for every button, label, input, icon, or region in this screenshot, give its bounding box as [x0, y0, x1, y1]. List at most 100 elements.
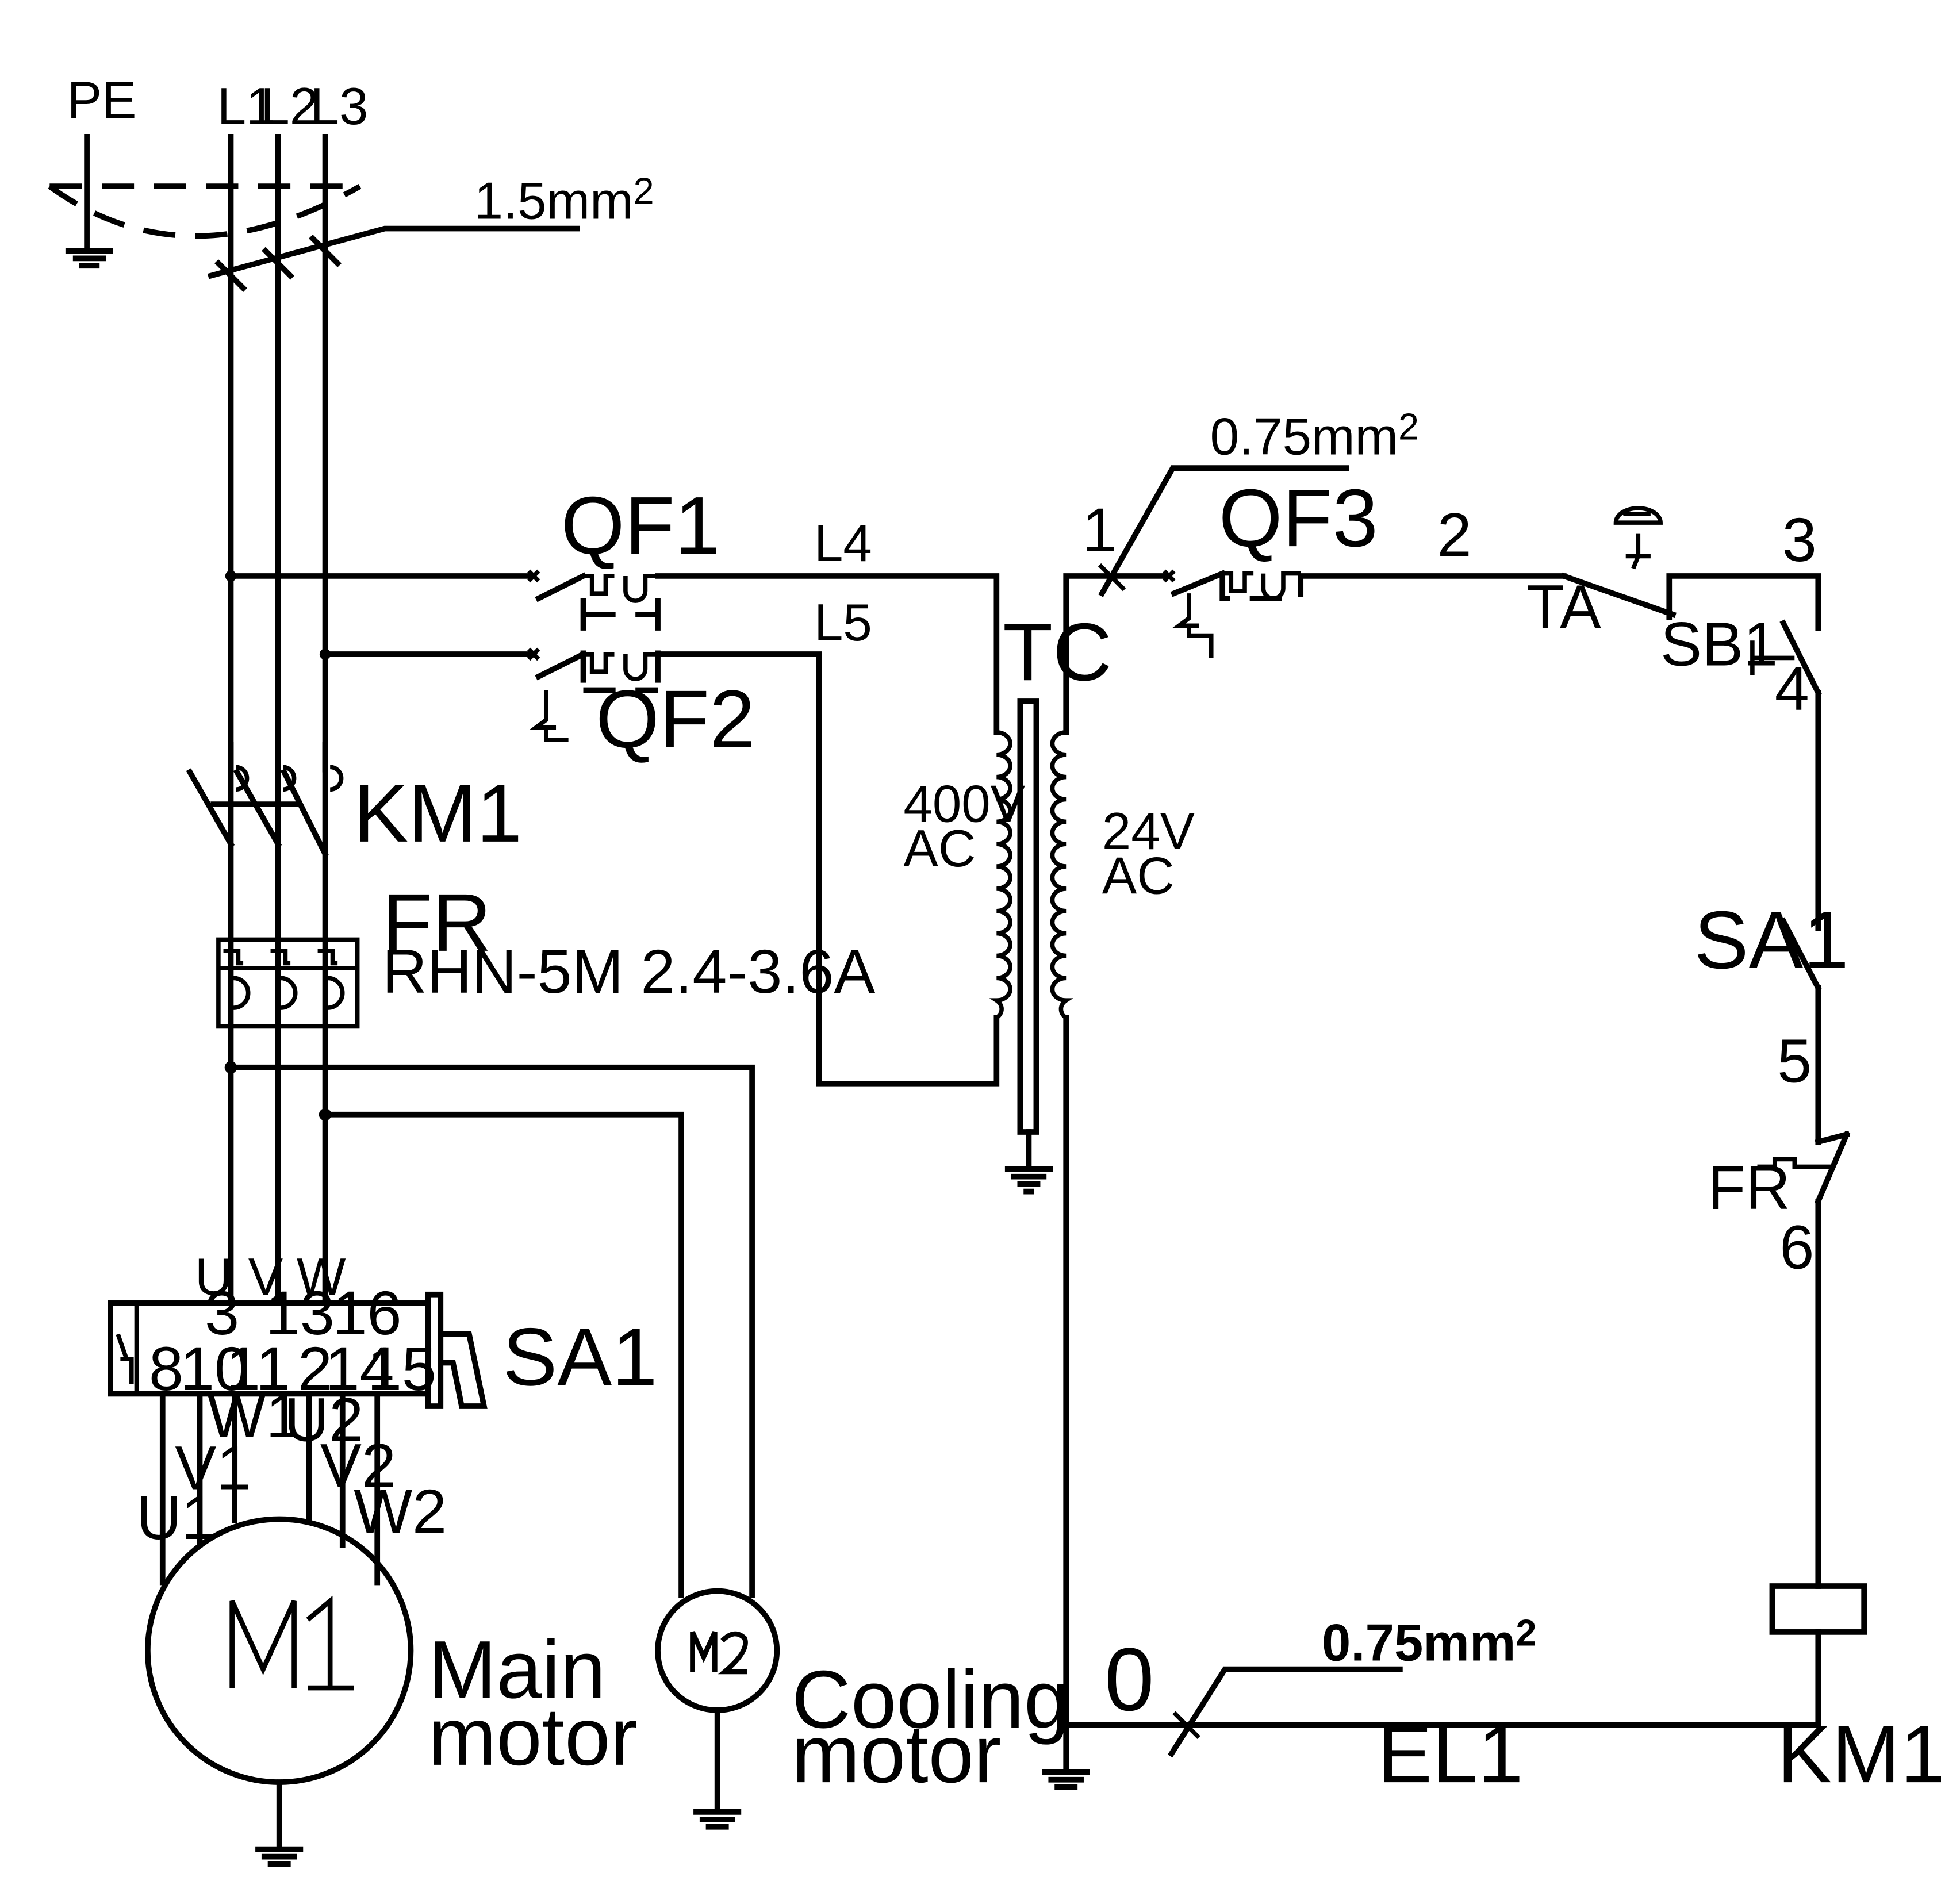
cable-return-size: 0.75mm [1322, 1614, 1516, 1672]
label-winding-v2: V2 [320, 1430, 396, 1500]
label-winding-w1: W1 [207, 1381, 300, 1450]
label-qf3: QF3 [1219, 473, 1378, 564]
m2-ground-icon [693, 1809, 742, 1830]
label-cable-return: 0.75mm2 [1322, 1612, 1537, 1672]
label-l5: L5 [814, 594, 872, 652]
tc-transformer: TC 400V AC 24V AC [903, 606, 1195, 1195]
sa1-contact-icon [116, 1333, 134, 1384]
cooling-motor-wires [228, 1064, 755, 1598]
label-cable-main: 1.5mm2 [474, 170, 654, 230]
fr-body [216, 937, 360, 1029]
qf3-trip-icons [1222, 571, 1301, 601]
label-ta: TA [1526, 572, 1601, 642]
label-node-0: 0 [1104, 1629, 1154, 1729]
qf1-qf2-breakers: QF1 QF2 L4 L5 [228, 480, 1000, 1087]
tc-secondary-coil [1050, 730, 1073, 1020]
control-circuit: 0.75mm2 1 2 3 4 5 6 0 QF3 TA SB1 SA1 FR [1042, 406, 1941, 1800]
sa1-handle-plate [425, 1291, 444, 1409]
km1-arc-icons [235, 765, 344, 792]
label-pe: PE [67, 71, 137, 129]
pe-ground-icon [65, 248, 113, 269]
label-winding-v1: V1 [175, 1433, 251, 1503]
label-node-1: 1 [1082, 495, 1117, 565]
cable-main-size: 1.5mm [474, 172, 634, 230]
m1-ground-icon [255, 1846, 304, 1867]
m1-caption-line1: Main [428, 1624, 606, 1715]
sb1-blade [1779, 619, 1822, 697]
label-l3: L3 [310, 78, 369, 136]
label-qf2: QF2 [596, 674, 755, 765]
qf2-trip-icons [583, 652, 658, 681]
label-secondary-v: 24V [1102, 803, 1195, 861]
cable-sheath-arc [48, 183, 362, 239]
cable-leader-ctrl [1098, 465, 1349, 597]
primary-wires-l4-l5 [655, 573, 1000, 1087]
fr-ctrl-actuator-icon [1757, 1157, 1835, 1169]
control-ground-icon [1042, 1769, 1090, 1790]
wire-3 [1666, 573, 1821, 631]
label-fr: FR [382, 877, 492, 969]
sa1-out-term-14: 14 [325, 1334, 394, 1403]
label-fr-ctrl: FR [1708, 1153, 1790, 1222]
label-l4: L4 [814, 515, 872, 573]
label-km1-main: KM1 [354, 768, 522, 859]
sb1-button-icon [1750, 640, 1795, 675]
cable-leader-main [207, 225, 580, 279]
km1-upper-stubs [228, 742, 328, 773]
sa1-in-letter-v: V [248, 1248, 283, 1306]
sa1-out-term-10: 10 [180, 1334, 249, 1403]
cable-leader-return [1167, 1666, 1403, 1758]
m1-glyph [229, 1595, 354, 1691]
tc-primary-coil [989, 730, 1012, 1020]
sa1-motor-switch: U V W 3 13 16 8 10 11 2 14 15 SA1 [108, 1248, 657, 1409]
sa1-in-term-13: 13 [266, 1278, 335, 1348]
sa1-handle-icon [438, 1331, 488, 1409]
cable-main-sup: 2 [634, 170, 654, 212]
m2-caption-line2: motor [792, 1709, 1001, 1800]
main-phase-conductors [228, 133, 328, 1306]
km1-main-contacts: KM1 [186, 742, 522, 859]
cable-tick-ctrl [1098, 563, 1126, 592]
qf3-blade [1170, 570, 1226, 597]
sa1-in-letter-u: U [195, 1248, 232, 1306]
qf2-lever-icon [530, 690, 569, 742]
qf1-trip-icons [583, 574, 658, 603]
qf3-linkage [1219, 573, 1304, 601]
cable-tick-return [1172, 1711, 1200, 1740]
ta-mushroom-icon [1613, 506, 1663, 570]
label-qf1: QF1 [561, 480, 720, 571]
sa1-ctrl-blade [1779, 917, 1822, 992]
label-node-2: 2 [1437, 500, 1472, 569]
supply-input: PE L1 L2 L3 1.5mm2 [48, 71, 654, 1306]
m1-main-motor: U1 V1 W1 U2 V2 W2 M1 Main motor [136, 1381, 638, 1867]
m2-cooling-motor: M2 Cooling motor [655, 1588, 1069, 1830]
cable-return-sup: 2 [1516, 1612, 1536, 1654]
label-node-3: 3 [1782, 505, 1817, 574]
qf3-x-mark [1163, 569, 1176, 583]
breaker-feed-wires [228, 573, 537, 657]
sa1-in-term-16: 16 [332, 1278, 401, 1348]
label-winding-u2: U2 [284, 1384, 363, 1454]
label-l2: L2 [260, 78, 319, 136]
m2-caption-line1: Cooling [792, 1654, 1069, 1745]
km1-blades [186, 768, 329, 858]
m1-caption-line2: motor [428, 1691, 638, 1783]
tc-ground-icon [1004, 1166, 1053, 1195]
sa1-in-term-3: 3 [205, 1278, 239, 1348]
sa1-in-letter-w: W [297, 1248, 346, 1306]
sa1-out-term-2: 2 [298, 1334, 332, 1403]
cooling-feed [224, 1061, 755, 1598]
label-winding-w2: W2 [354, 1476, 447, 1546]
cable-ctrl-sup: 2 [1398, 406, 1419, 448]
label-node-5: 5 [1777, 1026, 1812, 1096]
label-primary-ac: AC [903, 820, 976, 878]
m2-glyph [690, 1631, 748, 1675]
breaker-blades [535, 572, 588, 681]
label-sb1: SB1 [1660, 609, 1778, 678]
label-fr-model: RHN-5M 2.4-3.6A [382, 936, 876, 1006]
label-sa1-switch: SA1 [502, 1311, 657, 1403]
m1-winding-wires [159, 1391, 381, 1586]
ta-blade [1560, 572, 1677, 619]
qf3-lever-icon [1172, 593, 1214, 658]
